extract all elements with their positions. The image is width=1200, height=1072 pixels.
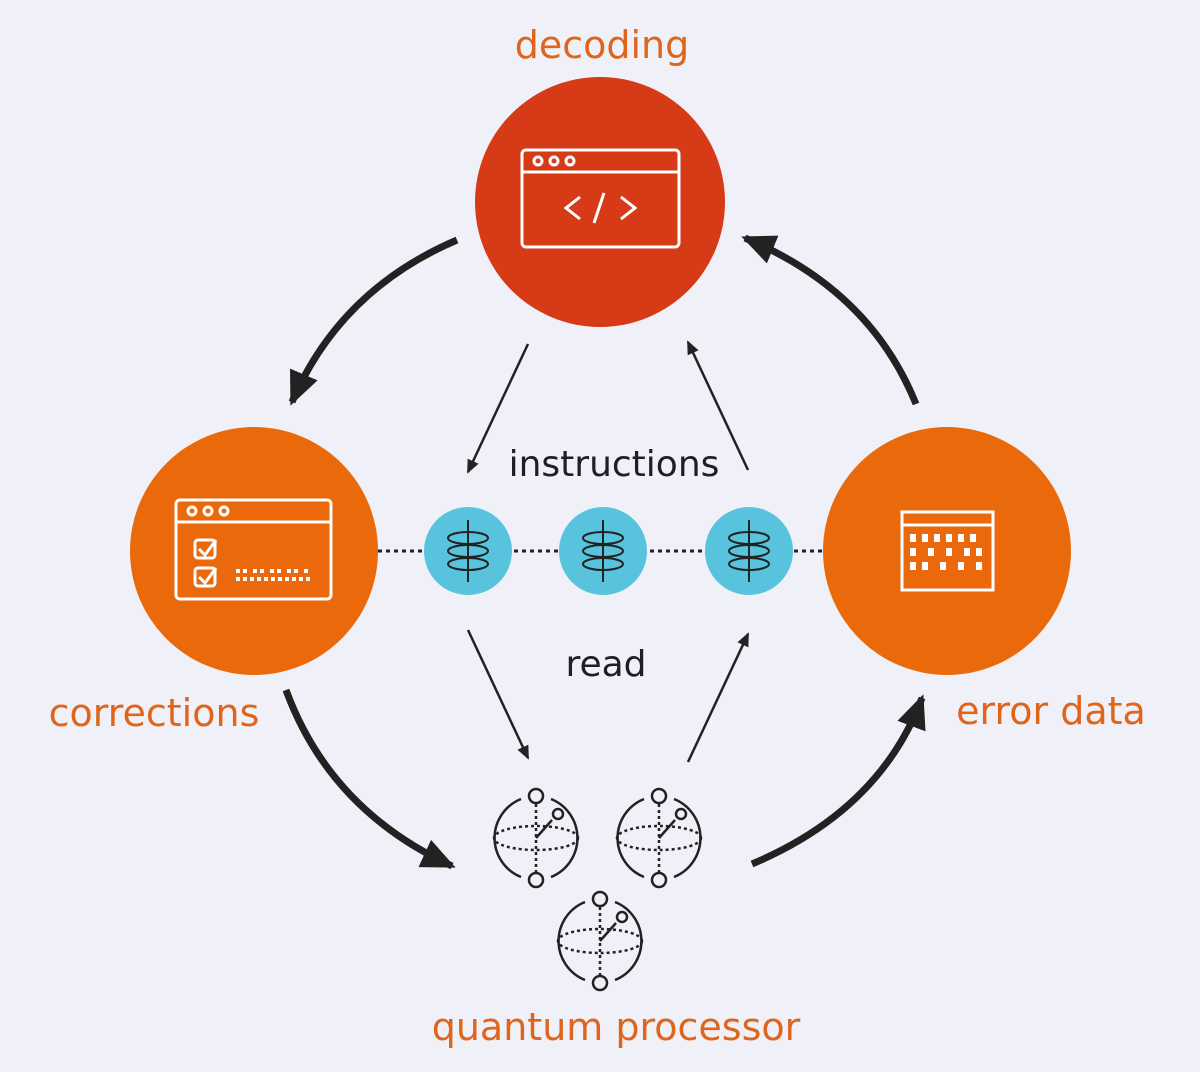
- checklist-window-icon: [174, 498, 333, 601]
- qubit-node-right: [705, 507, 793, 595]
- arrow-instructions-up: [686, 340, 750, 471]
- data-grid-icon: [900, 510, 995, 592]
- decoding-node: [475, 77, 725, 327]
- label-quantum-processor: quantum processor: [432, 1005, 801, 1049]
- arrow-processor-to-errordata: [750, 694, 926, 868]
- qubit-stack-icon: [447, 520, 489, 582]
- qubit-node-middle: [559, 507, 647, 595]
- label-error-data: error data: [956, 689, 1146, 733]
- arrow-decoding-to-corrections: [288, 236, 459, 406]
- arrow-read-up: [686, 632, 750, 763]
- arrow-read-down: [466, 629, 530, 760]
- qubit-stack-icon: [728, 520, 770, 582]
- qubit-node-left: [424, 507, 512, 595]
- code-window-icon: [520, 148, 681, 249]
- label-instructions: instructions: [509, 444, 720, 485]
- label-corrections: corrections: [49, 691, 260, 735]
- arrow-corrections-to-processor: [282, 688, 456, 870]
- dots-text-icon: [236, 569, 310, 581]
- label-decoding: decoding: [515, 23, 690, 67]
- error-data-node: [823, 427, 1071, 675]
- arrow-instructions-down: [466, 343, 530, 474]
- bloch-sphere-icon: [556, 890, 644, 992]
- label-read: read: [565, 644, 646, 685]
- bloch-sphere-icon: [615, 787, 703, 889]
- bloch-sphere-icon: [492, 787, 580, 889]
- corrections-node: [130, 427, 378, 675]
- qubit-stack-icon: [582, 520, 624, 582]
- arrow-errordata-to-decoding: [741, 234, 920, 406]
